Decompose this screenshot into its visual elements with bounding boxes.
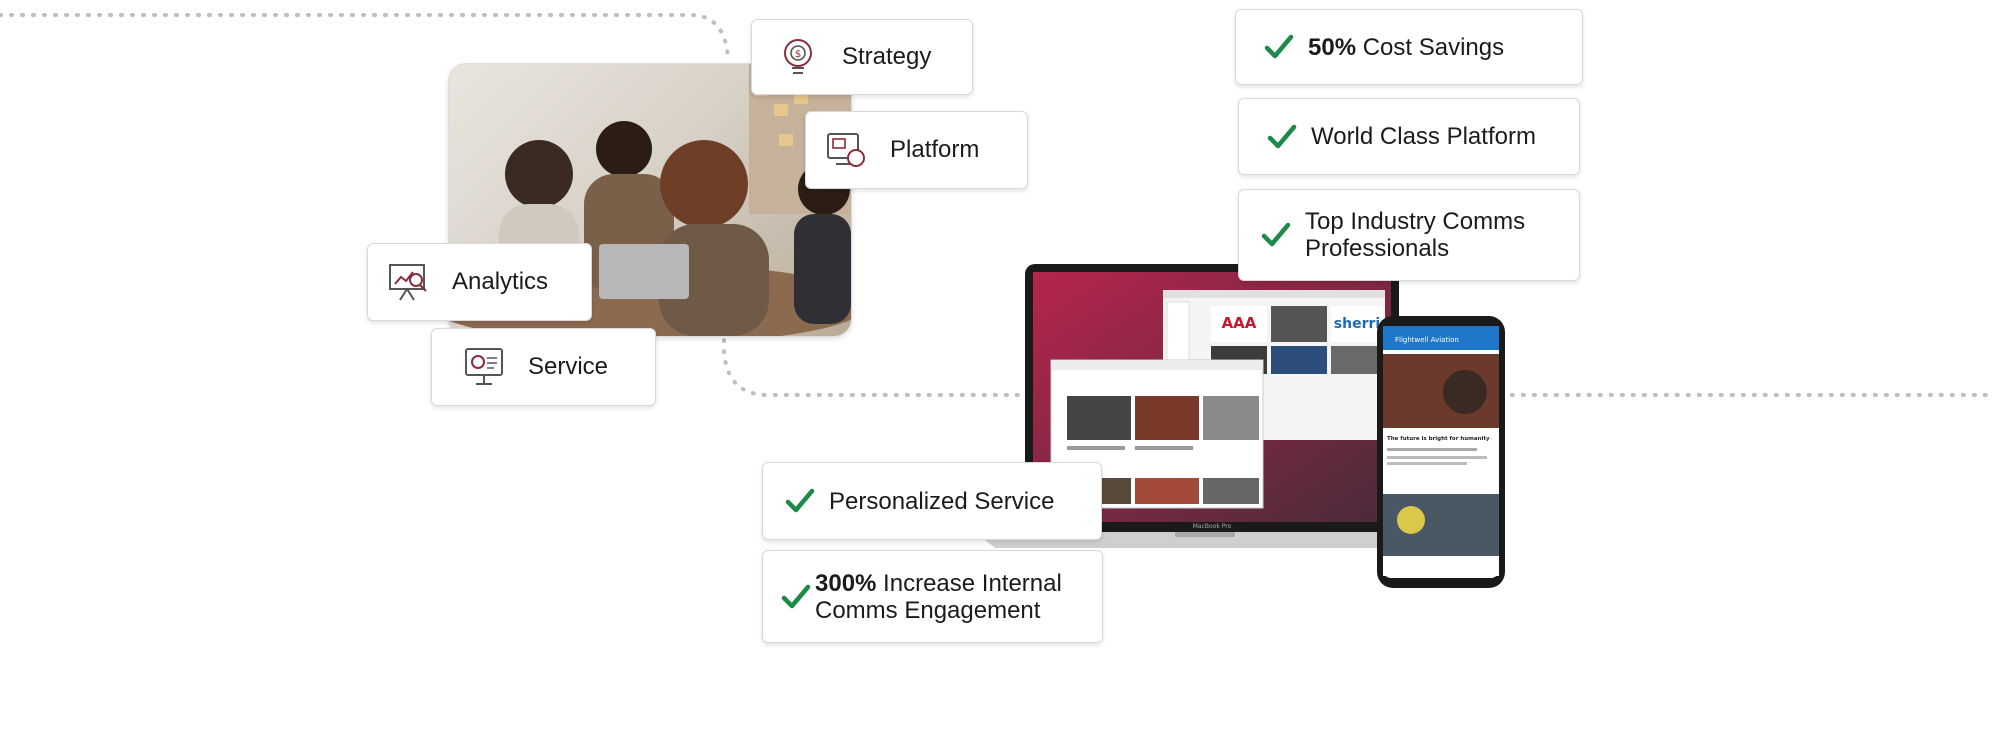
- engagement-line2: Comms Engagement: [815, 596, 1041, 624]
- laptop-brand-label: MacBook Pro: [1193, 523, 1232, 530]
- analytics-card[interactable]: Analytics: [367, 243, 592, 321]
- phone-mockup: Flightwell Aviation The future is bright…: [1377, 316, 1505, 588]
- cost-savings-text: Cost Savings: [1356, 33, 1505, 61]
- engagement-line1: Increase Internal: [876, 569, 1062, 597]
- tile-logo-sherritt: sherri: [1334, 316, 1380, 332]
- phone-headline: The future is bright for humanity: [1387, 436, 1490, 442]
- checkmark-icon: [1261, 222, 1291, 247]
- top-industry-line2: Professionals: [1305, 235, 1450, 262]
- strategy-card[interactable]: $ Strategy: [751, 19, 973, 95]
- analytics-label: Analytics: [452, 268, 549, 295]
- cost-savings-percent: 50%: [1308, 33, 1357, 61]
- checkmark-icon: [1267, 124, 1297, 148]
- service-label: Service: [528, 353, 609, 380]
- svg-text:$: $: [795, 49, 801, 60]
- checkmark-icon: [781, 584, 811, 608]
- world-class-platform-card: World Class Platform: [1238, 98, 1580, 175]
- cost-savings-card: 50% Cost Savings: [1235, 9, 1583, 85]
- monitor-settings-icon: [465, 348, 503, 385]
- service-card[interactable]: Service: [431, 328, 656, 406]
- gear-dollar-head-icon: $: [784, 39, 812, 74]
- personalized-service-card: Personalized Service: [762, 462, 1102, 540]
- platform-label: Platform: [890, 136, 980, 163]
- world-class-platform-text: World Class Platform: [1311, 123, 1536, 150]
- strategy-label: Strategy: [842, 43, 932, 70]
- phone-header-title: Flightwell Aviation: [1395, 336, 1459, 344]
- monitor-platform-icon: [827, 133, 865, 167]
- checkmark-icon: [1264, 34, 1294, 59]
- tile-logo-aaa: AAA: [1222, 314, 1257, 332]
- platform-card[interactable]: Platform: [805, 111, 1028, 189]
- analytics-presentation-icon: [389, 264, 427, 301]
- checkmark-icon: [785, 488, 815, 513]
- top-industry-line1: Top Industry Comms: [1305, 208, 1526, 235]
- personalized-service-text: Personalized Service: [829, 487, 1055, 515]
- engagement-percent: 300%: [815, 569, 877, 597]
- laptop-mockup: AAA sherri MacBook Pro: [975, 262, 1435, 552]
